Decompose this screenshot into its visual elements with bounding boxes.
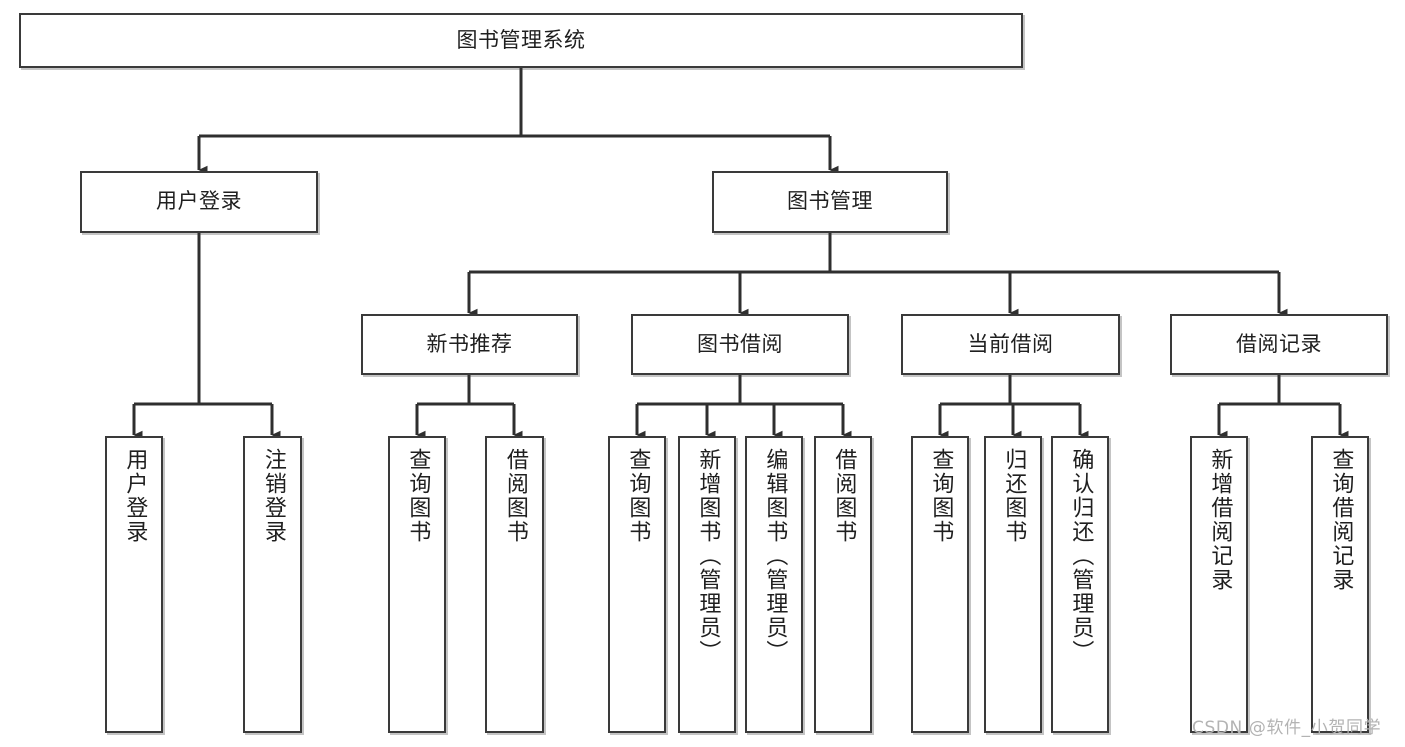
node-borrow-record[interactable]: 借阅记录 [1170,314,1388,375]
node-label: 图书管理 [787,189,873,214]
node-label: 编辑图书（管理员） [762,448,788,664]
node-leaf-return-book[interactable]: 归还图书 [984,436,1042,733]
node-leaf-user-login[interactable]: 用户登录 [105,436,163,733]
node-leaf-edit-book[interactable]: 编辑图书（管理员） [745,436,803,733]
node-leaf-query-book-3[interactable]: 查询图书 [911,436,969,733]
node-label: 查询图书 [405,448,431,544]
node-leaf-query-record[interactable]: 查询借阅记录 [1311,436,1369,733]
node-leaf-add-record[interactable]: 新增借阅记录 [1190,436,1248,733]
node-label: 新书推荐 [426,331,513,356]
node-label: 当前借阅 [967,331,1054,356]
node-label: 图书管理系统 [456,27,586,52]
node-new-book-rec[interactable]: 新书推荐 [361,314,578,375]
node-leaf-logout[interactable]: 注销登录 [243,436,302,733]
node-label: 借阅图书 [831,448,857,544]
node-label: 查询借阅记录 [1328,448,1354,592]
node-label: 用户登录 [156,189,242,214]
node-user-login[interactable]: 用户登录 [80,171,318,233]
node-label: 确认归还（管理员） [1068,448,1094,664]
node-label: 查询图书 [625,448,651,544]
node-label: 查询图书 [928,448,954,544]
node-label: 借阅图书 [502,448,528,544]
node-leaf-borrow-book-1[interactable]: 借阅图书 [485,436,544,733]
node-root[interactable]: 图书管理系统 [19,13,1023,68]
node-label: 借阅记录 [1236,331,1322,356]
node-label: 注销登录 [260,448,286,544]
node-leaf-query-book-1[interactable]: 查询图书 [388,436,446,733]
node-label: 用户登录 [122,448,148,544]
watermark-text: CSDN @软件_小贺同学 [1192,718,1382,738]
node-book-manage[interactable]: 图书管理 [712,171,948,233]
node-label: 新增借阅记录 [1207,448,1233,592]
node-leaf-confirm-return[interactable]: 确认归还（管理员） [1051,436,1109,733]
node-leaf-query-book-2[interactable]: 查询图书 [608,436,666,733]
node-leaf-add-book[interactable]: 新增图书（管理员） [678,436,736,733]
node-label: 图书借阅 [697,331,783,356]
node-label: 新增图书（管理员） [695,448,721,664]
node-book-borrow[interactable]: 图书借阅 [631,314,849,375]
node-current-borrow[interactable]: 当前借阅 [901,314,1120,375]
connector-lines [132,68,1349,440]
node-leaf-borrow-book-2[interactable]: 借阅图书 [814,436,872,733]
node-label: 归还图书 [1001,448,1027,544]
